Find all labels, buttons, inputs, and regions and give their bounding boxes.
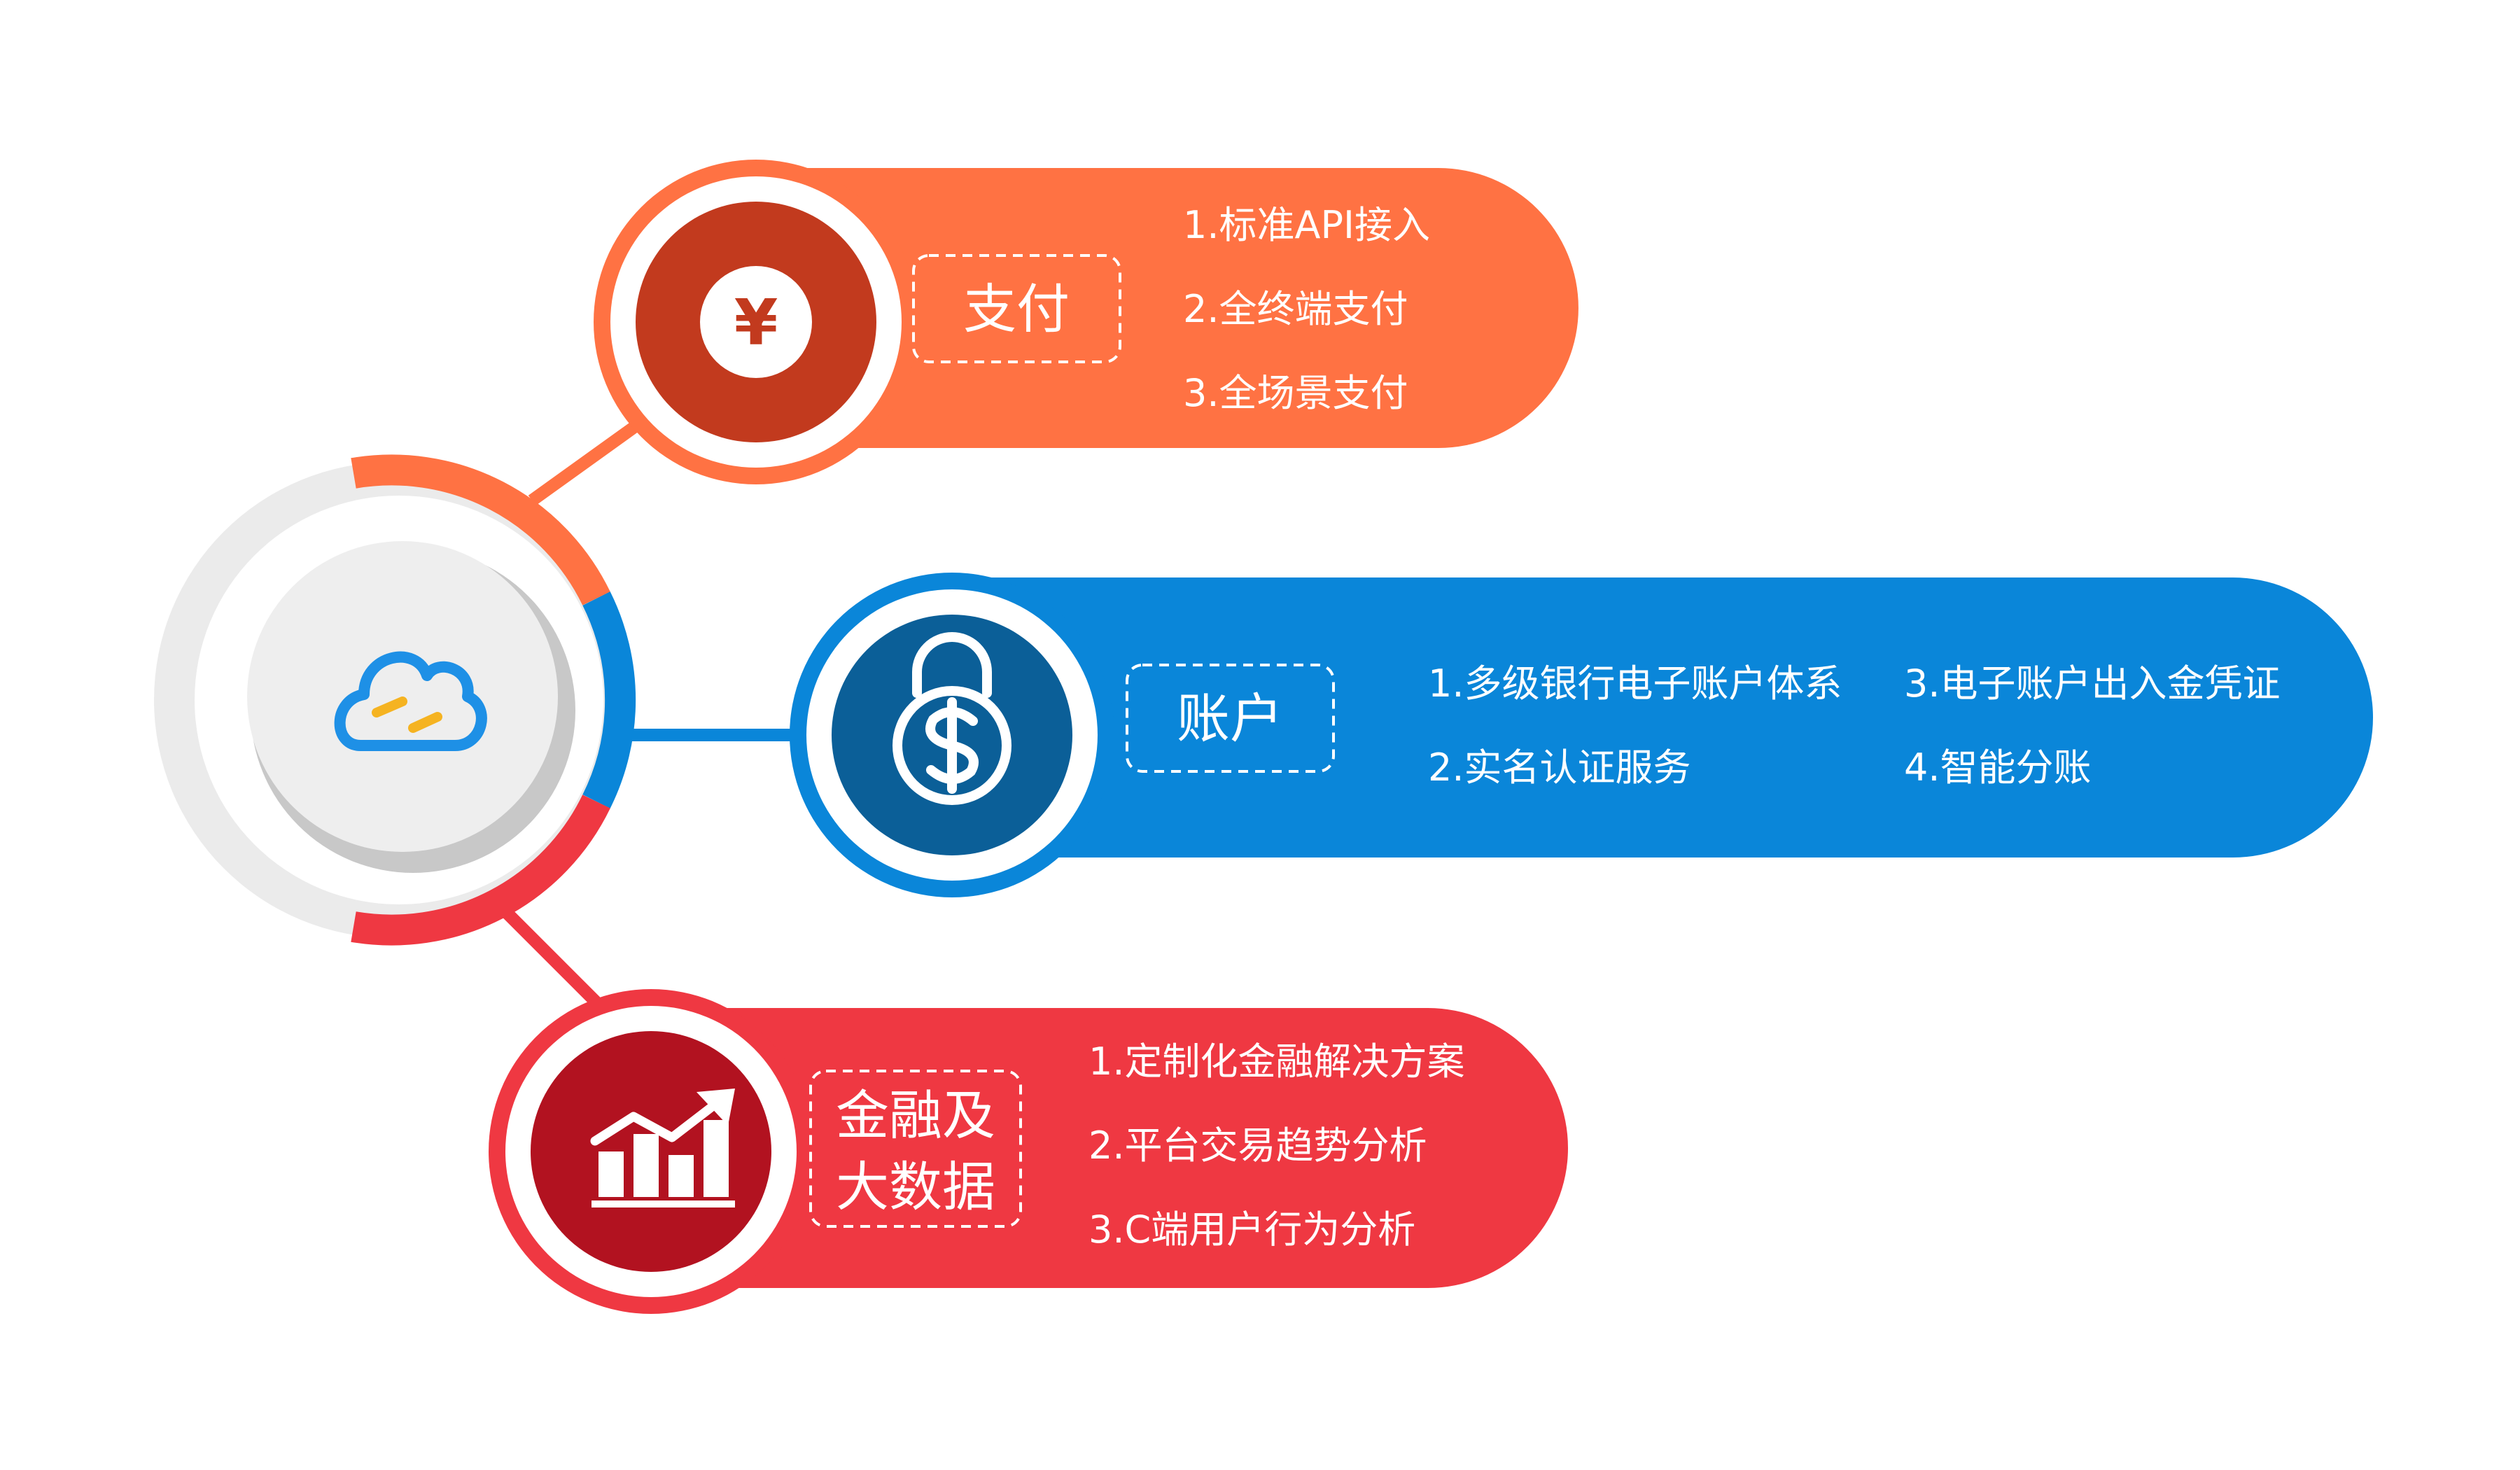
yen-icon: ¥ [700,266,812,378]
hub-inner-disc [247,541,558,852]
yen-symbol: ¥ [734,286,778,360]
account-pill: 账户 1.多级银行电子账户体系 2.实名认证服务 3.电子账户出入金凭证 4.智… [790,573,2373,897]
central-hub [154,454,636,946]
account-title: 账户 [1177,687,1283,750]
payment-item-1: 1.标准API接入 [1183,203,1430,247]
finance-pill-bg [644,1008,1568,1288]
hub-arc-payment [351,454,610,606]
payment-title-box [912,254,1121,363]
account-item-4: 4.智能分账 [1904,746,2092,790]
finance-title-line2: 大数据 [836,1156,995,1218]
account-item-3: 3.电子账户出入金凭证 [1904,662,2281,706]
finance-title-box [809,1070,1022,1228]
finance-pill: 金融及 大数据 1.定制化金融解决方案 2.平台交易趋势分析 3.C端用户行为分… [489,989,1568,1314]
finance-item-3: 3.C端用户行为分析 [1088,1208,1415,1252]
account-pill-bg [952,578,2373,858]
payment-pill-bg [742,168,1578,448]
payment-item-2: 2.全终端支付 [1183,287,1408,331]
finance-item-1: 1.定制化金融解决方案 [1088,1040,1465,1084]
account-item-2: 2.实名认证服务 [1428,746,1691,790]
finance-item-2: 2.平台交易趋势分析 [1088,1124,1427,1168]
finance-title-line1: 金融及 [836,1084,995,1147]
hub-arc-account [582,592,636,808]
account-title-box [1126,664,1335,773]
payment-title: 支付 [963,278,1070,340]
payment-item-3: 3.全场景支付 [1183,371,1408,415]
account-item-1: 1.多级银行电子账户体系 [1428,662,1842,706]
finance-connector [499,905,607,1013]
growth-chart-icon [590,1088,735,1208]
hub-arc-finance [351,794,610,946]
dollar-lock-icon [892,632,1011,805]
cloud-link-icon [334,651,487,751]
payment-connector [528,414,648,506]
payment-pill: ¥ 支付 1.标准API接入 2.全终端支付 3.全场景支付 [594,160,1578,484]
